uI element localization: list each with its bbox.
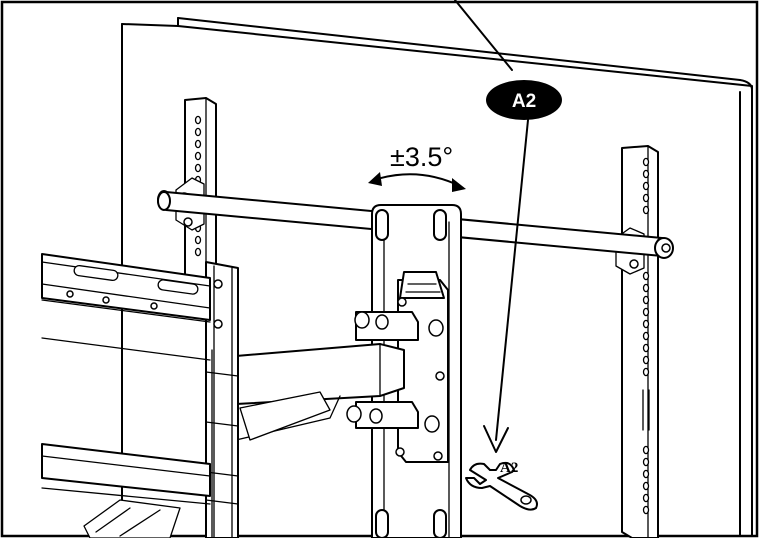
curved-double-arrow-icon xyxy=(373,173,461,187)
wrench-icon xyxy=(465,461,538,511)
pointer-arrow xyxy=(483,119,529,453)
bracket-holes-right xyxy=(642,157,650,515)
tv-panel xyxy=(121,17,753,537)
right-vertical-bracket xyxy=(615,145,659,538)
wrench-label: A2 xyxy=(500,460,518,476)
callout-badge-a2: A2 xyxy=(486,80,562,120)
rotation-angle-label: ±3.5° xyxy=(390,142,453,172)
leader-line xyxy=(454,0,513,71)
callout-badge-label: A2 xyxy=(512,91,536,112)
left-wall-plate xyxy=(205,261,239,538)
rotation-indicator: ±3.5° xyxy=(368,142,466,192)
bracket-holes-left xyxy=(194,115,202,257)
tilt-head-mechanism xyxy=(346,271,449,463)
arm-links xyxy=(41,253,211,538)
